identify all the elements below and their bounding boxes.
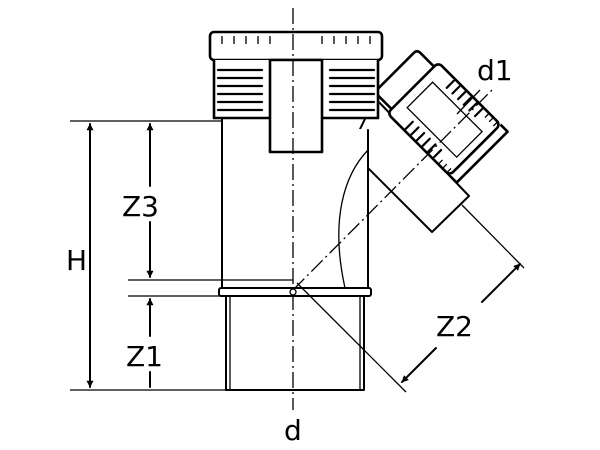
label-d1: d1 bbox=[477, 54, 513, 87]
label-z3: Z3 bbox=[122, 190, 159, 223]
label-z2: Z2 bbox=[436, 310, 473, 343]
label-z1: Z1 bbox=[126, 340, 163, 373]
branch-centerline bbox=[292, 89, 493, 291]
origin-point bbox=[289, 288, 297, 296]
z2-dimension-lower bbox=[401, 347, 437, 383]
top-socket bbox=[208, 30, 384, 154]
main-body bbox=[218, 111, 372, 391]
branch-socket bbox=[349, 49, 509, 233]
center-lines bbox=[289, 8, 493, 410]
dimension-labels: d1 Z3 H Z2 Z1 d bbox=[66, 54, 513, 447]
z2-dimension-upper bbox=[481, 263, 521, 303]
dimension-lines bbox=[86, 89, 521, 388]
extension-lines bbox=[70, 120, 525, 393]
label-h: H bbox=[66, 244, 87, 277]
label-d: d bbox=[284, 414, 302, 447]
